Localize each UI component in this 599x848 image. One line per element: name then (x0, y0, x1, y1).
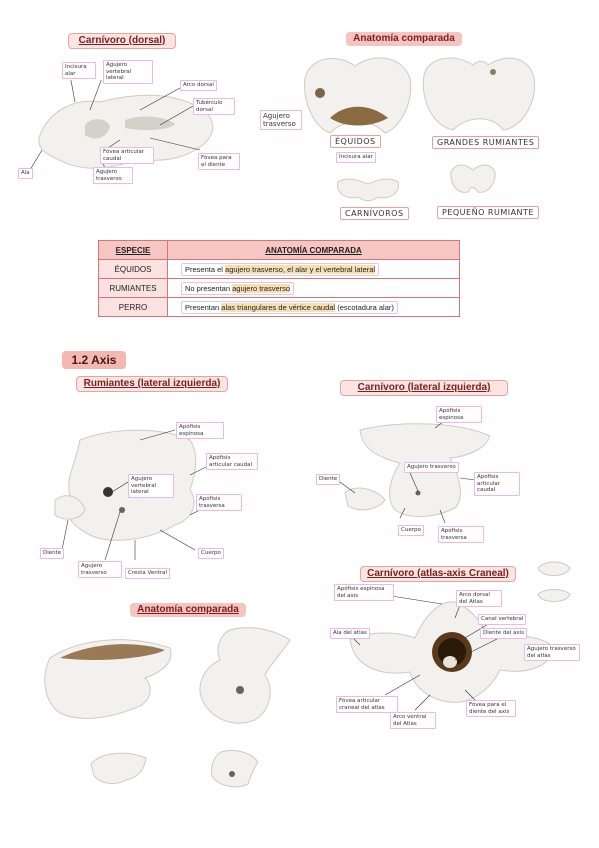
table-cell-species: PERRO (98, 297, 168, 317)
label-arco-ventral-atlas: Arco ventral del Atlas (390, 712, 436, 729)
carnivore-atlas-image (337, 178, 399, 202)
label-canal-vertebral: Canal vertebral (478, 614, 527, 625)
label-apofisis-espinosa-axis: Apófisis espinosa del axis (334, 584, 394, 601)
label-agujero-trasverso-tr: Agujero trasverso (260, 110, 302, 130)
label-cresta-ventral-rum: Cresta Ventral (125, 568, 171, 579)
label-agujero-trasverso-carn: Agujero trasverso (404, 462, 459, 473)
label-arco-dorsal-atlas: Arco dorsal del Atlas (456, 590, 502, 607)
label-ala-atlas: Ala del atlas (330, 628, 370, 639)
label-cuerpo-rum: Cuerpo (198, 548, 224, 559)
table-header-species: ESPECIE (98, 240, 168, 260)
label-fovea-diente-axis: Fóvea para el diente del axis (466, 700, 516, 717)
label-agujero-vertebral-lateral-rum: Agujero vertebral lateral (128, 474, 174, 498)
bottom-comparative-title: Anatomía comparada (130, 603, 246, 617)
label-cuerpo-carn: Cuerpo (398, 525, 424, 536)
label-apofisis-articular-caudal-rum: Apófisis articular caudal (206, 453, 258, 470)
table-row: ÉQUIDOS Presenta el agujero trasverso, e… (98, 259, 460, 279)
atlas-dorsal-title: Carnívoro (dorsal) (68, 33, 176, 49)
label-apofisis-trasversa-rum: Apófisis trasversa (196, 494, 242, 511)
bottom-carnivore-axis-image (199, 627, 291, 724)
table-header-anatomy: ANATOMÍA COMPARADA (167, 240, 460, 260)
axis-ruminant-title: Rumiantes (lateral izquierda) (76, 376, 228, 392)
label-diente-carn: Diente (316, 474, 341, 485)
label-fovea-articular-caudal: Fóvea articular caudal (100, 147, 154, 164)
table-cell-anatomy: No presentan agujero trasverso (167, 278, 460, 298)
small-ruminant-atlas-image (450, 164, 496, 193)
small-atlas-view-2 (537, 589, 571, 602)
label-apofisis-articular-caudal-carn: Apófisis articular caudal (474, 472, 520, 496)
label-agujero-vertebral-lateral: Agujero vertebral lateral (103, 60, 153, 84)
label-apofisis-espinosa-rum: Apófisis espinosa (176, 422, 224, 439)
label-tuberculo-dorsal: Tubérculo dorsal (193, 98, 235, 115)
group-equidos: ÉQUIDOS (330, 135, 381, 148)
axis-carnivore-title: Carnívoro (lateral izquierda) (340, 380, 508, 396)
group-carnivoros: CARNÍVOROS (340, 207, 409, 220)
section-title-axis: 1.2 Axis (62, 351, 126, 369)
bottom-ruminant-axis-image (44, 639, 172, 719)
label-ala: Ala (18, 168, 33, 179)
table-header-row: ESPECIE ANATOMÍA COMPARADA (98, 240, 460, 260)
top-comparative-title: Anatomía comparada (346, 32, 462, 46)
small-atlas-view-1 (537, 561, 571, 576)
table-cell-anatomy: Presenta el agujero trasverso, el alar y… (167, 259, 460, 279)
label-apofisis-espinosa-carn: Apófisis espinosa (436, 406, 482, 423)
table-row: RUMIANTES No presentan agujero trasverso (98, 278, 460, 298)
group-grandes-rumiantes: GRANDES RUMIANTES (432, 136, 540, 149)
atlas-axis-title: Carnívoro (atlas-axis Craneal) (360, 566, 516, 582)
label-fovea-articular-craneal: Fóvea articular craneal del atlas (336, 696, 398, 713)
label-agujero-trasverso-atlas: Agujero trasverso del atlas (524, 644, 580, 661)
table-cell-species: ÉQUIDOS (98, 259, 168, 279)
comparison-table: ESPECIE ANATOMÍA COMPARADA ÉQUIDOS Prese… (98, 240, 460, 317)
label-agujero-trasverso-tl: Agujero trasverso (93, 167, 133, 184)
label-fovea-diente: Fóvea para el diente (198, 153, 240, 170)
label-diente-axis: Diente del axis (480, 628, 528, 639)
label-apofisis-trasversa-carn: Apófisis trasversa (438, 526, 484, 543)
label-incisura-alar-tr: Incisura alar (336, 152, 376, 163)
label-incisura-alar: Incisura alar (62, 62, 96, 79)
label-agujero-trasverso-rum: Agujero trasverso (78, 561, 122, 578)
equine-atlas-image (304, 57, 412, 134)
table-cell-anatomy: Presentan alas triangulares de vértice c… (167, 297, 460, 317)
group-pequeno-rumiante: PEQUEÑO RUMIANTE (437, 206, 539, 219)
bottom-small-carnivore-image (211, 749, 259, 788)
bottom-small-ruminant-image (90, 752, 147, 784)
atlas-dorsal-image (30, 80, 214, 171)
ruminant-atlas-image (422, 57, 536, 131)
table-row: PERRO Presentan alas triangulares de vér… (98, 297, 460, 317)
atlas-axis-cranial-image (349, 594, 556, 711)
table-cell-species: RUMIANTES (98, 278, 168, 298)
label-diente-rum: Diente (40, 548, 65, 559)
label-arco-dorsal: Arco dorsal (180, 80, 217, 91)
